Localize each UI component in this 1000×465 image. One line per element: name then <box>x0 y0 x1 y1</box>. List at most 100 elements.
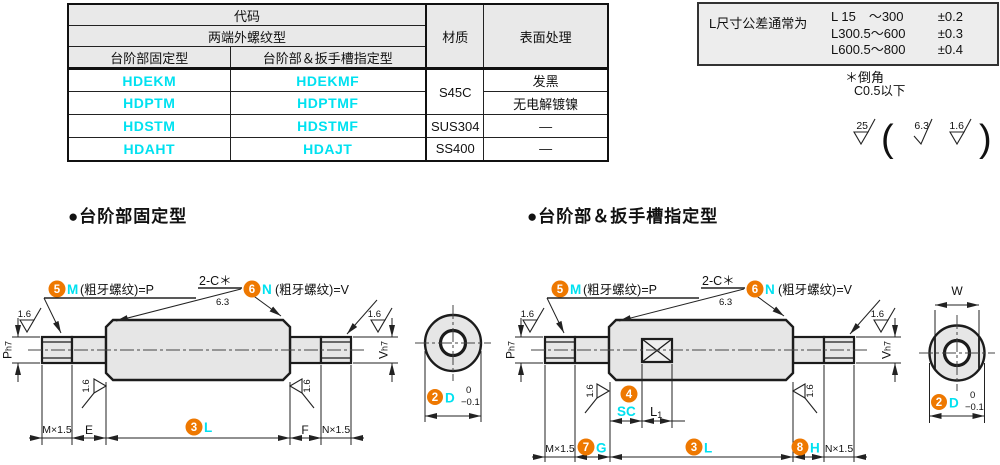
n-suffix: (粗牙螺纹)=V <box>275 283 350 297</box>
d-tolerance-lower: −0.1 <box>965 402 984 413</box>
roughness-16-value: 1.6 <box>949 120 964 132</box>
dim-vh7: Vh7 <box>856 318 901 382</box>
roughness-tail <box>963 118 972 133</box>
table-row: HDEKM HDEKMF S45C 发黑 <box>67 68 609 115</box>
end-view-fixed: 2 D 0 −0.1 <box>415 305 491 422</box>
header-surface: 表面处理 <box>483 3 609 70</box>
table-row: HDSTM HDSTMF SUS304 — <box>67 114 609 138</box>
slot-dimensions: 4 SC L1 <box>610 364 685 428</box>
tolerance-label: L尺寸公差通常为 <box>709 16 808 31</box>
vh7-label: Vh7 <box>377 341 391 359</box>
header-wrench-type: 台阶部＆扳手槽指定型 <box>229 46 427 70</box>
roughness-symbol-16: 1.6 <box>949 118 972 146</box>
part-code: HDEKMF <box>229 68 427 92</box>
callout-m-thread: 5 M (粗牙螺纹)=P <box>43 280 196 334</box>
table-row: HDPTM HDPTMF 无电解镀镍 <box>67 91 609 115</box>
svg-text:6: 6 <box>752 284 758 296</box>
dim-mx15: M×1.5 <box>545 443 575 455</box>
svg-text:1.6: 1.6 <box>18 309 31 320</box>
chamfer-label: 2-C＊ <box>702 274 735 288</box>
tolerance-row: L 15 ～300 ±0.2 <box>831 9 991 26</box>
number-badge-7 <box>577 438 595 456</box>
number-badge-2 <box>931 394 947 410</box>
dim-l1: L1 <box>650 404 662 420</box>
tolerance-value: ±0.2 <box>937 9 963 24</box>
svg-text:1.6: 1.6 <box>871 309 884 320</box>
roughness-triangle <box>949 131 965 146</box>
d-tolerance-upper: 0 <box>466 385 471 396</box>
dim-g: G <box>596 441 607 456</box>
material-cell: SUS304 <box>425 114 485 138</box>
d-tolerance-upper: 0 <box>970 390 975 401</box>
dim-d: D <box>949 396 959 411</box>
dim-f: F <box>301 423 308 437</box>
n-label: N <box>262 282 272 297</box>
callout-chamfer: 2-C＊ 6.3 <box>618 274 785 322</box>
svg-text:1.6: 1.6 <box>585 384 596 397</box>
number-badge-3 <box>685 438 703 456</box>
svg-text:4: 4 <box>626 389 633 401</box>
tolerance-row: L300.5～600 ±0.3 <box>831 26 991 43</box>
number-badge-5 <box>551 280 569 298</box>
svg-text:7: 7 <box>583 442 589 454</box>
shaft-fixed-type <box>28 318 364 382</box>
callout-n-thread: 6 N (粗牙螺纹)=V <box>243 280 378 335</box>
callout-n-thread: 6 N (粗牙螺纹)=V <box>746 280 881 335</box>
ph7-label: Ph7 <box>1 341 15 359</box>
header-fixed-type: 台阶部固定型 <box>67 46 231 70</box>
chamfer-roughness: 6.3 <box>719 297 732 308</box>
part-code: HDEKM <box>67 68 231 92</box>
vh7-label: Vh7 <box>880 341 894 359</box>
dim-l: L <box>704 441 712 456</box>
chamfer-note-line1: ＊倒角 <box>845 70 885 85</box>
roughness-mark-step-right: 1.6 <box>288 378 315 409</box>
header-material: 材质 <box>425 3 485 70</box>
svg-text:2: 2 <box>432 392 438 404</box>
roughness-25-value: 25 <box>856 120 868 132</box>
surface-cell: 发黑 <box>483 68 609 92</box>
number-badge-5 <box>48 280 66 298</box>
svg-text:3: 3 <box>191 422 197 434</box>
svg-text:1.6: 1.6 <box>521 309 534 320</box>
dim-sc: SC <box>617 404 636 419</box>
end-view-wrench: W 2 D 0 −0.1 <box>919 284 995 423</box>
m-label: M <box>67 282 78 297</box>
roughness-mark-step-left: 1.6 <box>584 383 611 414</box>
svg-text:3: 3 <box>691 442 697 454</box>
roughness-symbol-25: 25 <box>853 118 876 146</box>
part-code: HDPTMF <box>229 91 427 115</box>
dim-ph7: Ph7 <box>1 318 40 382</box>
roughness-check <box>913 118 933 146</box>
table-row: HDAHT HDAJT SS400 — <box>67 137 609 161</box>
m-suffix: (粗牙螺纹)=P <box>80 283 154 297</box>
svg-text:5: 5 <box>557 284 564 296</box>
n-label: N <box>765 282 775 297</box>
material-cell: SS400 <box>425 137 485 161</box>
part-code: HDAJT <box>229 137 427 161</box>
svg-text:2: 2 <box>936 397 942 409</box>
svg-text:8: 8 <box>797 442 804 454</box>
tolerance-value: ±0.3 <box>937 25 963 41</box>
surface-cell: — <box>483 114 609 138</box>
length-tolerance-box: L尺寸公差通常为 L 15 ～300 ±0.2 L300.5～600 ±0.3 … <box>697 2 999 66</box>
shaft-wrench-type <box>531 318 867 382</box>
callout-m-thread: 5 M (粗牙螺纹)=P <box>546 280 699 334</box>
dim-l: L <box>204 420 212 435</box>
number-badge-6 <box>243 280 261 298</box>
svg-text:1.6: 1.6 <box>81 379 92 392</box>
section-title-fixed-type: ●台阶部固定型 <box>68 207 188 226</box>
callout-chamfer: 2-C＊ 6.3 <box>115 274 282 322</box>
m-label: M <box>570 282 581 297</box>
surface-cell: — <box>483 137 609 161</box>
roughness-mark-top-right: 1.6 <box>368 307 393 334</box>
dim-mx15: M×1.5 <box>42 424 72 436</box>
tolerance-value: ±0.4 <box>937 42 963 57</box>
number-badge-2 <box>427 389 443 405</box>
svg-text:1.6: 1.6 <box>368 309 381 320</box>
roughness-mark-top-right: 1.6 <box>871 307 896 334</box>
svg-text:6: 6 <box>249 284 255 296</box>
roughness-63-value: 6.3 <box>914 120 929 132</box>
section-title-wrench-type: ●台阶部＆扳手槽指定型 <box>527 207 719 226</box>
bottom-dimensions: M×1.5 E 3 L F N×1.5 <box>29 365 364 445</box>
